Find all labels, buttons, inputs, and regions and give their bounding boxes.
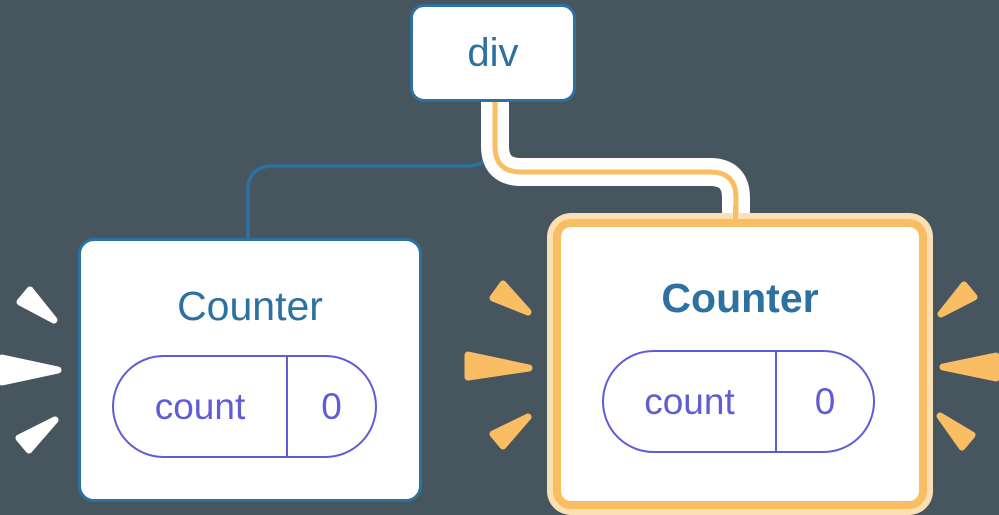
connector-entry-stub bbox=[733, 206, 738, 227]
counter-title: Counter bbox=[661, 275, 819, 321]
burst-wedge-icon bbox=[939, 352, 999, 382]
root-node-label: div bbox=[467, 30, 519, 75]
state-key: count bbox=[154, 385, 246, 427]
root-node-div: div bbox=[410, 4, 576, 102]
counter-title: Counter bbox=[177, 283, 323, 329]
right-inner-burst-icon bbox=[464, 280, 533, 450]
connector-left-blue bbox=[246, 100, 494, 242]
burst-wedge-icon bbox=[489, 413, 532, 450]
state-value: 0 bbox=[321, 385, 342, 427]
burst-wedge-icon bbox=[936, 412, 976, 451]
state-pill: count 0 bbox=[112, 355, 377, 458]
connector-right-casing bbox=[481, 100, 750, 214]
state-value: 0 bbox=[814, 380, 836, 422]
burst-wedge-icon bbox=[0, 354, 62, 386]
counter-node-right: Counter count 0 bbox=[553, 219, 927, 509]
connector-right-orange bbox=[492, 100, 739, 214]
burst-wedge-icon bbox=[464, 351, 533, 381]
counter-node-left: Counter count 0 bbox=[78, 238, 422, 502]
burst-wedge-icon bbox=[489, 280, 532, 316]
burst-wedge-icon bbox=[937, 281, 978, 318]
burst-wedge-icon bbox=[15, 416, 59, 454]
pill-divider bbox=[775, 352, 777, 451]
left-burst-icon bbox=[0, 286, 62, 454]
right-outer-burst-icon bbox=[936, 281, 999, 451]
state-pill: count 0 bbox=[602, 350, 875, 453]
burst-wedge-icon bbox=[16, 286, 58, 324]
state-key: count bbox=[644, 380, 735, 422]
pill-divider bbox=[286, 357, 288, 456]
